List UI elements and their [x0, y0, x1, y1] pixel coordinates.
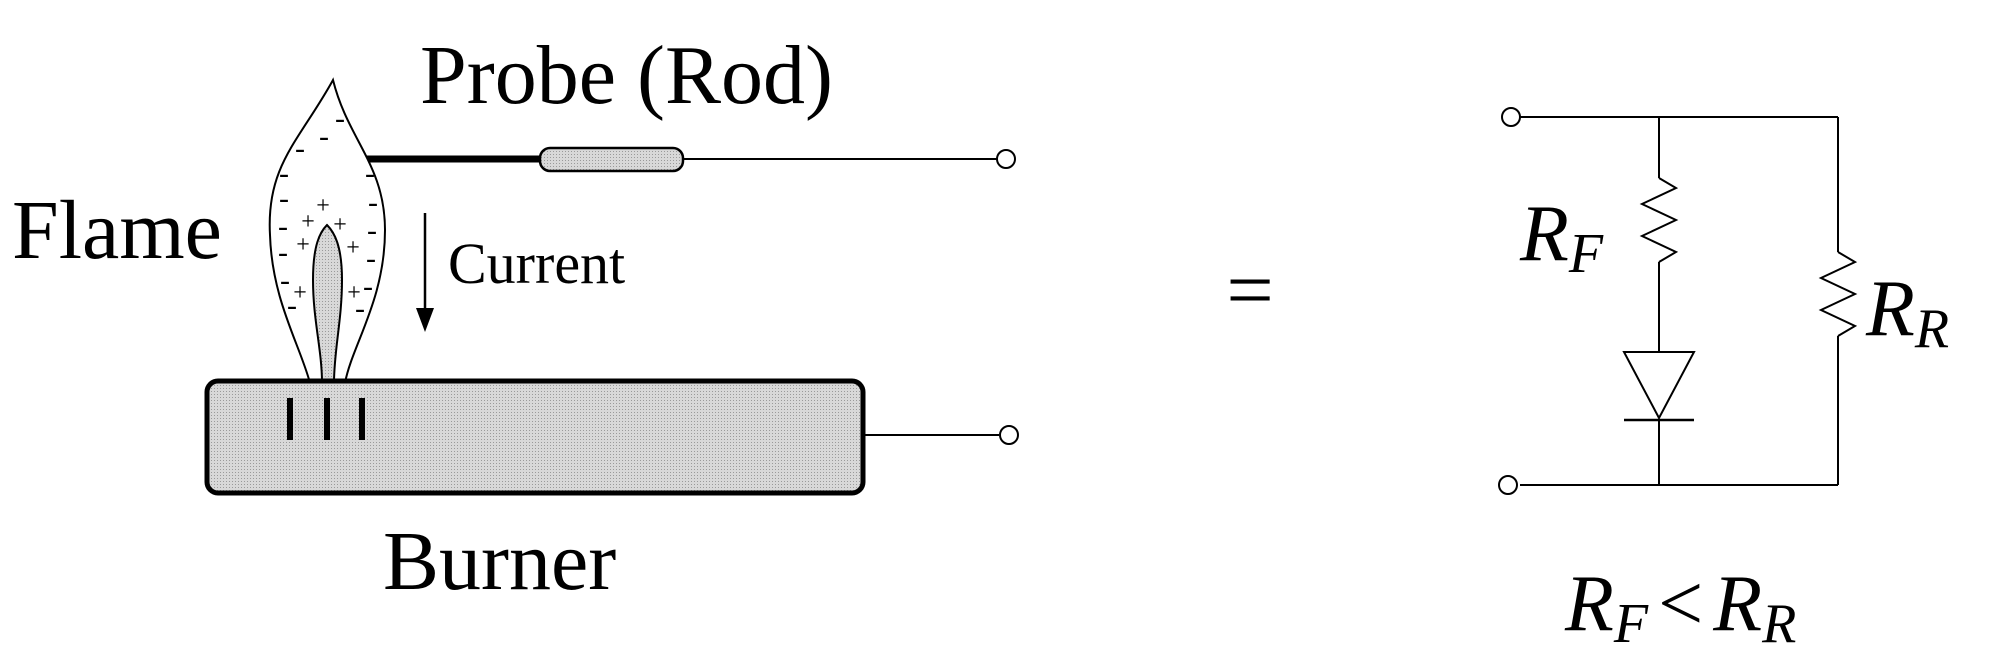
rr-label-sub: R	[1914, 298, 1949, 360]
positive-charge: +	[316, 193, 330, 219]
probe-label: Probe (Rod)	[420, 29, 833, 122]
burner-label: Burner	[383, 515, 616, 608]
negative-charge: -	[278, 236, 288, 269]
positive-charge: +	[333, 212, 347, 238]
relation-left-sub: F	[1613, 593, 1649, 655]
relation-left-main: R	[1564, 560, 1614, 648]
negative-charge: -	[287, 289, 297, 322]
circuit-top-terminal	[1501, 107, 1521, 127]
probe-insulator	[538, 146, 685, 173]
current-arrow-head	[416, 308, 434, 332]
rr-label-main: R	[1865, 265, 1915, 353]
negative-charge: -	[367, 214, 377, 247]
relation-operator: <	[1658, 560, 1703, 648]
flame-inner-cone	[311, 223, 344, 384]
positive-charge: +	[293, 280, 307, 306]
negative-charge: -	[280, 264, 290, 297]
rf-label: RF	[1519, 190, 1604, 285]
flame-label: Flame	[12, 184, 222, 277]
relation-right-sub: R	[1761, 593, 1796, 655]
negative-charge: -	[319, 120, 329, 153]
negative-charge: -	[335, 102, 345, 135]
rf-label-main: R	[1519, 190, 1569, 278]
rr-resistor	[1818, 251, 1858, 337]
negative-charge: -	[366, 242, 376, 275]
rr-label: RR	[1865, 265, 1949, 360]
rf-label-sub: F	[1568, 223, 1604, 285]
negative-charge: -	[368, 186, 378, 219]
negative-charge: -	[279, 182, 289, 215]
current-label: Current	[448, 231, 625, 296]
probe-terminal	[996, 149, 1016, 169]
burner-body	[204, 378, 866, 496]
positive-charge: +	[301, 209, 315, 235]
resistance-relation: RF<RR	[1564, 560, 1796, 655]
rf-resistor	[1639, 177, 1679, 263]
positive-charge: +	[347, 280, 361, 306]
positive-charges: + + + + + + +	[293, 193, 361, 306]
negative-charge: -	[363, 270, 373, 303]
diode-symbol	[1622, 351, 1696, 421]
negative-charge: -	[295, 132, 305, 165]
negative-charge: -	[355, 292, 365, 325]
positive-charge: +	[296, 232, 310, 258]
equals-sign: =	[1226, 244, 1273, 337]
negative-charge: -	[279, 157, 289, 190]
positive-charge: +	[346, 235, 360, 261]
relation-right-main: R	[1712, 560, 1762, 648]
burner-terminal	[999, 425, 1019, 445]
negative-charges: - - - - - - - - - - - - - - -	[278, 102, 378, 325]
circuit-bottom-terminal	[1498, 475, 1518, 495]
negative-charge: -	[365, 157, 375, 190]
negative-charge: -	[278, 210, 288, 243]
